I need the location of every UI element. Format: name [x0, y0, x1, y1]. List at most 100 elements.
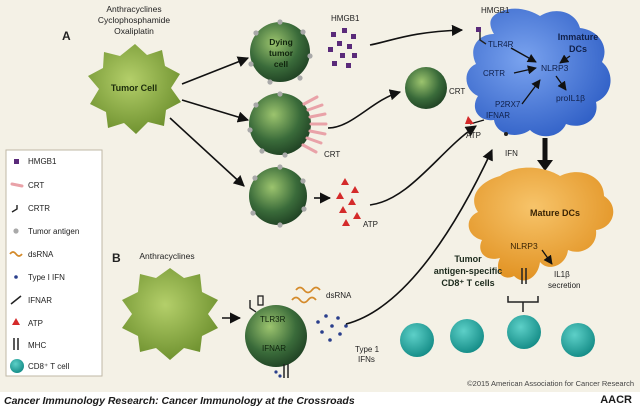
mature-dc	[468, 167, 614, 281]
drug-label: Cyclophosphamide	[98, 15, 171, 25]
legend-item: ATP	[28, 319, 43, 328]
mhc-on-dc	[521, 268, 527, 284]
dc-internal-arrows	[510, 47, 571, 105]
dying-cell-b	[245, 305, 307, 367]
arrow	[369, 125, 477, 206]
mature-dc-title: Mature DCs	[530, 208, 580, 218]
ifnar-b-label: IFNAR	[262, 344, 286, 353]
legend-atp-swatch	[12, 318, 20, 325]
dying-tumor-cell	[250, 22, 310, 82]
legend-crtr-swatch	[11, 205, 18, 213]
legend-item: CRT	[28, 181, 44, 190]
tlr3r-box	[257, 295, 264, 306]
crt-fringe	[301, 95, 328, 154]
immature-dc-title: Immature	[558, 32, 599, 42]
arrow	[169, 117, 245, 187]
legend-item: Tumor antigen	[28, 227, 79, 236]
crt-cell-near-dc	[405, 67, 447, 109]
legend: HMGB1 CRT CRTR Tumor antigen dsRNA Type …	[5, 149, 103, 377]
arrow	[327, 89, 402, 129]
footer: Cancer Immunology Research: Cancer Immun…	[0, 392, 640, 413]
tumor-antigen-dots	[248, 19, 313, 85]
mhc-on-cell-b	[283, 364, 289, 378]
legend-mhc-swatch	[13, 338, 19, 350]
tlr3r-receptor	[249, 300, 257, 313]
legend-item: HMGB1	[28, 157, 57, 166]
ifn-dot	[504, 132, 508, 136]
arrow	[541, 249, 553, 265]
immature-dc	[466, 8, 611, 137]
immature-dc-title: DCs	[569, 44, 587, 54]
atp-bound	[465, 116, 474, 124]
nlrp3-label: NLRP3	[541, 63, 569, 73]
type1-ifn-label: Type 1	[355, 345, 380, 354]
atp-dc-label: ATP	[466, 131, 481, 140]
hmgb1-bound	[476, 27, 481, 32]
dying-cell-label: cell	[274, 59, 288, 69]
atp-releasing-cell	[249, 167, 307, 225]
legend-ifn-swatch	[14, 275, 18, 279]
crt-dc-label: CRT	[449, 87, 465, 96]
tcell-label: CD8⁺ T cells	[441, 278, 494, 288]
legend-hmgb1-swatch	[14, 159, 19, 164]
mature-nlrp3-label: NLRP3	[510, 241, 538, 251]
ifn-dc-label: IFN	[505, 149, 518, 158]
legend-item: CRTR	[28, 204, 50, 213]
arrow	[181, 56, 250, 85]
aacr-logo: AACR	[600, 394, 632, 406]
type1-ifn-label: IFNs	[358, 355, 375, 364]
tcell-label: antigen-specific	[434, 266, 503, 276]
drug-label: Anthracyclines	[106, 4, 161, 14]
ifnar-dots	[274, 370, 282, 378]
hmgb1-label: HMGB1	[331, 14, 360, 23]
dying-cell-label: tumor	[269, 48, 294, 58]
tlr3r-label: TLR3R	[260, 315, 286, 324]
cd8-t-cells	[400, 315, 595, 357]
legend-item: MHC	[28, 341, 46, 350]
panel-label-a: A	[62, 29, 71, 43]
atp-cluster	[336, 178, 361, 226]
arrow	[181, 99, 250, 123]
crt-exposing-cell	[249, 93, 311, 155]
legend-antigen-swatch	[13, 228, 19, 234]
legend-item: dsRNA	[28, 250, 54, 259]
atp-label: ATP	[363, 220, 378, 229]
drug-b-label: Anthracyclines	[139, 251, 194, 261]
legend-ifnar-swatch	[10, 295, 22, 305]
tlr4r-receptor	[479, 32, 487, 45]
tlr4r-label: TLR4R	[488, 40, 514, 49]
copyright: ©2015 American Association for Cancer Re…	[467, 379, 634, 388]
arrow	[369, 24, 464, 46]
legend-crt-swatch	[10, 182, 24, 188]
diagram-canvas: A B Anthracyclines Cyclophosphamide Oxal…	[5, 4, 634, 388]
drug-label: Oxaliplatin	[114, 26, 154, 36]
crt-label: CRT	[324, 150, 340, 159]
tcell-label: Tumor	[454, 254, 482, 264]
legend-item: IFNAR	[28, 296, 52, 305]
tumor-cell-label: Tumor Cell	[111, 83, 157, 93]
dsrna-label: dsRNA	[326, 291, 352, 300]
legend-item: Type I IFN	[28, 273, 65, 282]
arrow	[345, 148, 493, 325]
maturation-arrowhead	[537, 160, 553, 171]
p2rx7-label: P2RX7	[495, 100, 521, 109]
legend-dsrna-swatch	[9, 251, 23, 257]
legend-item: CD8⁺ T cell	[28, 362, 69, 371]
crtr-label: CRTR	[483, 69, 505, 78]
dsrna-squiggles	[291, 286, 321, 304]
tcr-receptor	[507, 296, 539, 303]
dying-cell-label: Dying	[269, 37, 293, 47]
legend-tcell-swatch	[10, 359, 24, 373]
hmgb1-dc-label: HMGB1	[481, 6, 510, 15]
type1-ifn-dots	[316, 314, 348, 342]
il1b-label: secretion	[548, 281, 580, 290]
tumor-antigen-dots	[247, 91, 288, 158]
tumor-cell-b	[122, 268, 218, 360]
proil1b-label: proIL1β	[556, 93, 585, 103]
journal-title: Cancer Immunology Research: Cancer Immun…	[4, 395, 355, 407]
tumor-cell-a	[88, 44, 181, 134]
il1b-label: IL1β	[554, 270, 570, 279]
panel-label-b: B	[112, 251, 121, 265]
ifnar-label: IFNAR	[486, 111, 510, 120]
